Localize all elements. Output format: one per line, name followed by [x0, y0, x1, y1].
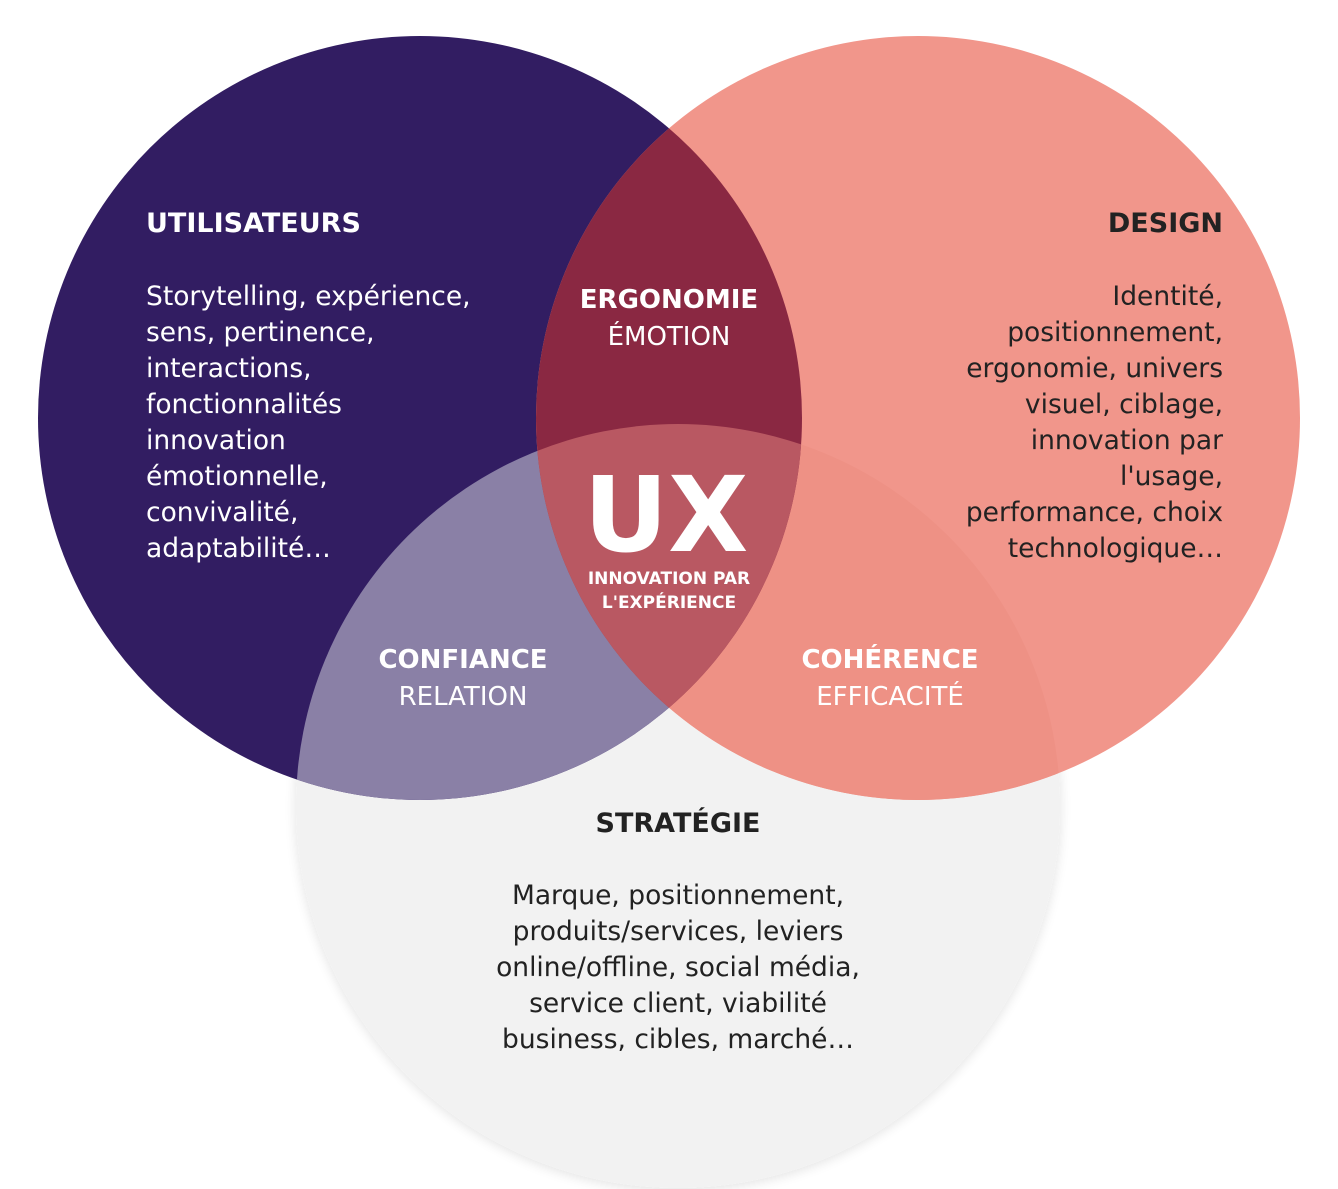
confiance-overlap [296, 424, 802, 800]
confiance-group: CONFIANCE RELATION [378, 645, 547, 712]
utilisateurs-line-2: sens, pertinence, [146, 317, 375, 348]
utilisateurs-line-3: interactions, [146, 353, 312, 384]
ergonomie-title: ERGONOMIE [580, 285, 758, 315]
strategie-line-2: produits/services, leviers [513, 916, 844, 947]
utilisateurs-line-4: fonctionnalités [146, 389, 342, 420]
ergonomie-group: ERGONOMIE ÉMOTION [580, 285, 758, 352]
strategie-title: STRATÉGIE [596, 807, 761, 839]
design-title: DESIGN [1108, 208, 1223, 239]
ux-subtitle-line-2: L'EXPÉRIENCE [602, 591, 736, 613]
utilisateurs-line-1: Storytelling, expérience, [146, 281, 471, 312]
design-line-3: ergonomie, univers [966, 353, 1223, 384]
utilisateurs-group: UTILISATEURS Storytelling, expérience, s… [146, 208, 471, 564]
strategie-line-1: Marque, positionnement, [512, 880, 844, 911]
strategie-line-5: business, cibles, marché… [502, 1024, 854, 1055]
coherence-subtitle: EFFICACITÉ [816, 680, 964, 712]
utilisateurs-line-6: émotionnelle, [146, 461, 328, 492]
design-line-7: performance, choix [966, 497, 1223, 528]
ux-title: UX [584, 454, 749, 576]
coherence-group: COHÉRENCE EFFICACITÉ [801, 643, 978, 712]
design-line-2: positionnement, [1007, 317, 1223, 348]
design-line-5: innovation par [1031, 425, 1223, 456]
coherence-overlap [536, 424, 1060, 800]
ux-subtitle-line-1: INNOVATION PAR [588, 569, 750, 589]
utilisateurs-line-5: innovation [146, 425, 286, 456]
strategie-line-3: online/offline, social média, [496, 952, 860, 983]
design-line-6: l'usage, [1120, 461, 1223, 492]
design-line-8: technologique… [1008, 533, 1223, 564]
utilisateurs-line-7: convivalité, [146, 497, 298, 528]
ergonomie-subtitle: ÉMOTION [608, 320, 731, 352]
strategie-group: STRATÉGIE Marque, positionnement, produi… [496, 807, 860, 1055]
design-group: DESIGN Identité, positionnement, ergonom… [966, 208, 1223, 564]
confiance-title: CONFIANCE [378, 645, 547, 675]
confiance-subtitle: RELATION [399, 682, 528, 712]
utilisateurs-title: UTILISATEURS [146, 208, 361, 239]
strategie-line-4: service client, viabilité [529, 988, 827, 1019]
design-line-1: Identité, [1112, 281, 1223, 312]
ux-center-group: UX INNOVATION PAR L'EXPÉRIENCE [584, 454, 750, 613]
design-line-4: visuel, ciblage, [1025, 389, 1223, 420]
utilisateurs-line-8: adaptabilité… [146, 533, 331, 564]
coherence-title: COHÉRENCE [801, 643, 978, 675]
